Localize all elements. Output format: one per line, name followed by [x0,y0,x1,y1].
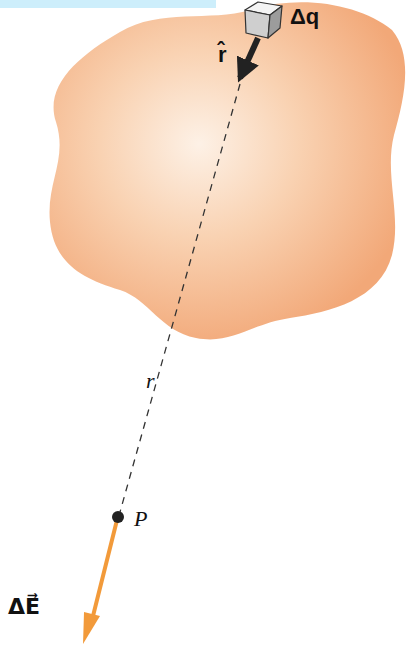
unit-vector-label: r̂ [218,44,227,66]
unit-vector-arrow [240,38,258,78]
charge-element-cube [245,2,282,38]
field-point [112,511,124,523]
distance-label: r [146,370,155,392]
field-vector-arrow [83,520,117,644]
top-bar [0,0,216,8]
charge-label: Δq [290,6,319,28]
distance-line [120,84,240,512]
charged-body [50,2,406,339]
point-label: P [134,508,147,530]
field-label: ΔE⃗ [8,596,40,618]
dashed-line [120,84,240,512]
